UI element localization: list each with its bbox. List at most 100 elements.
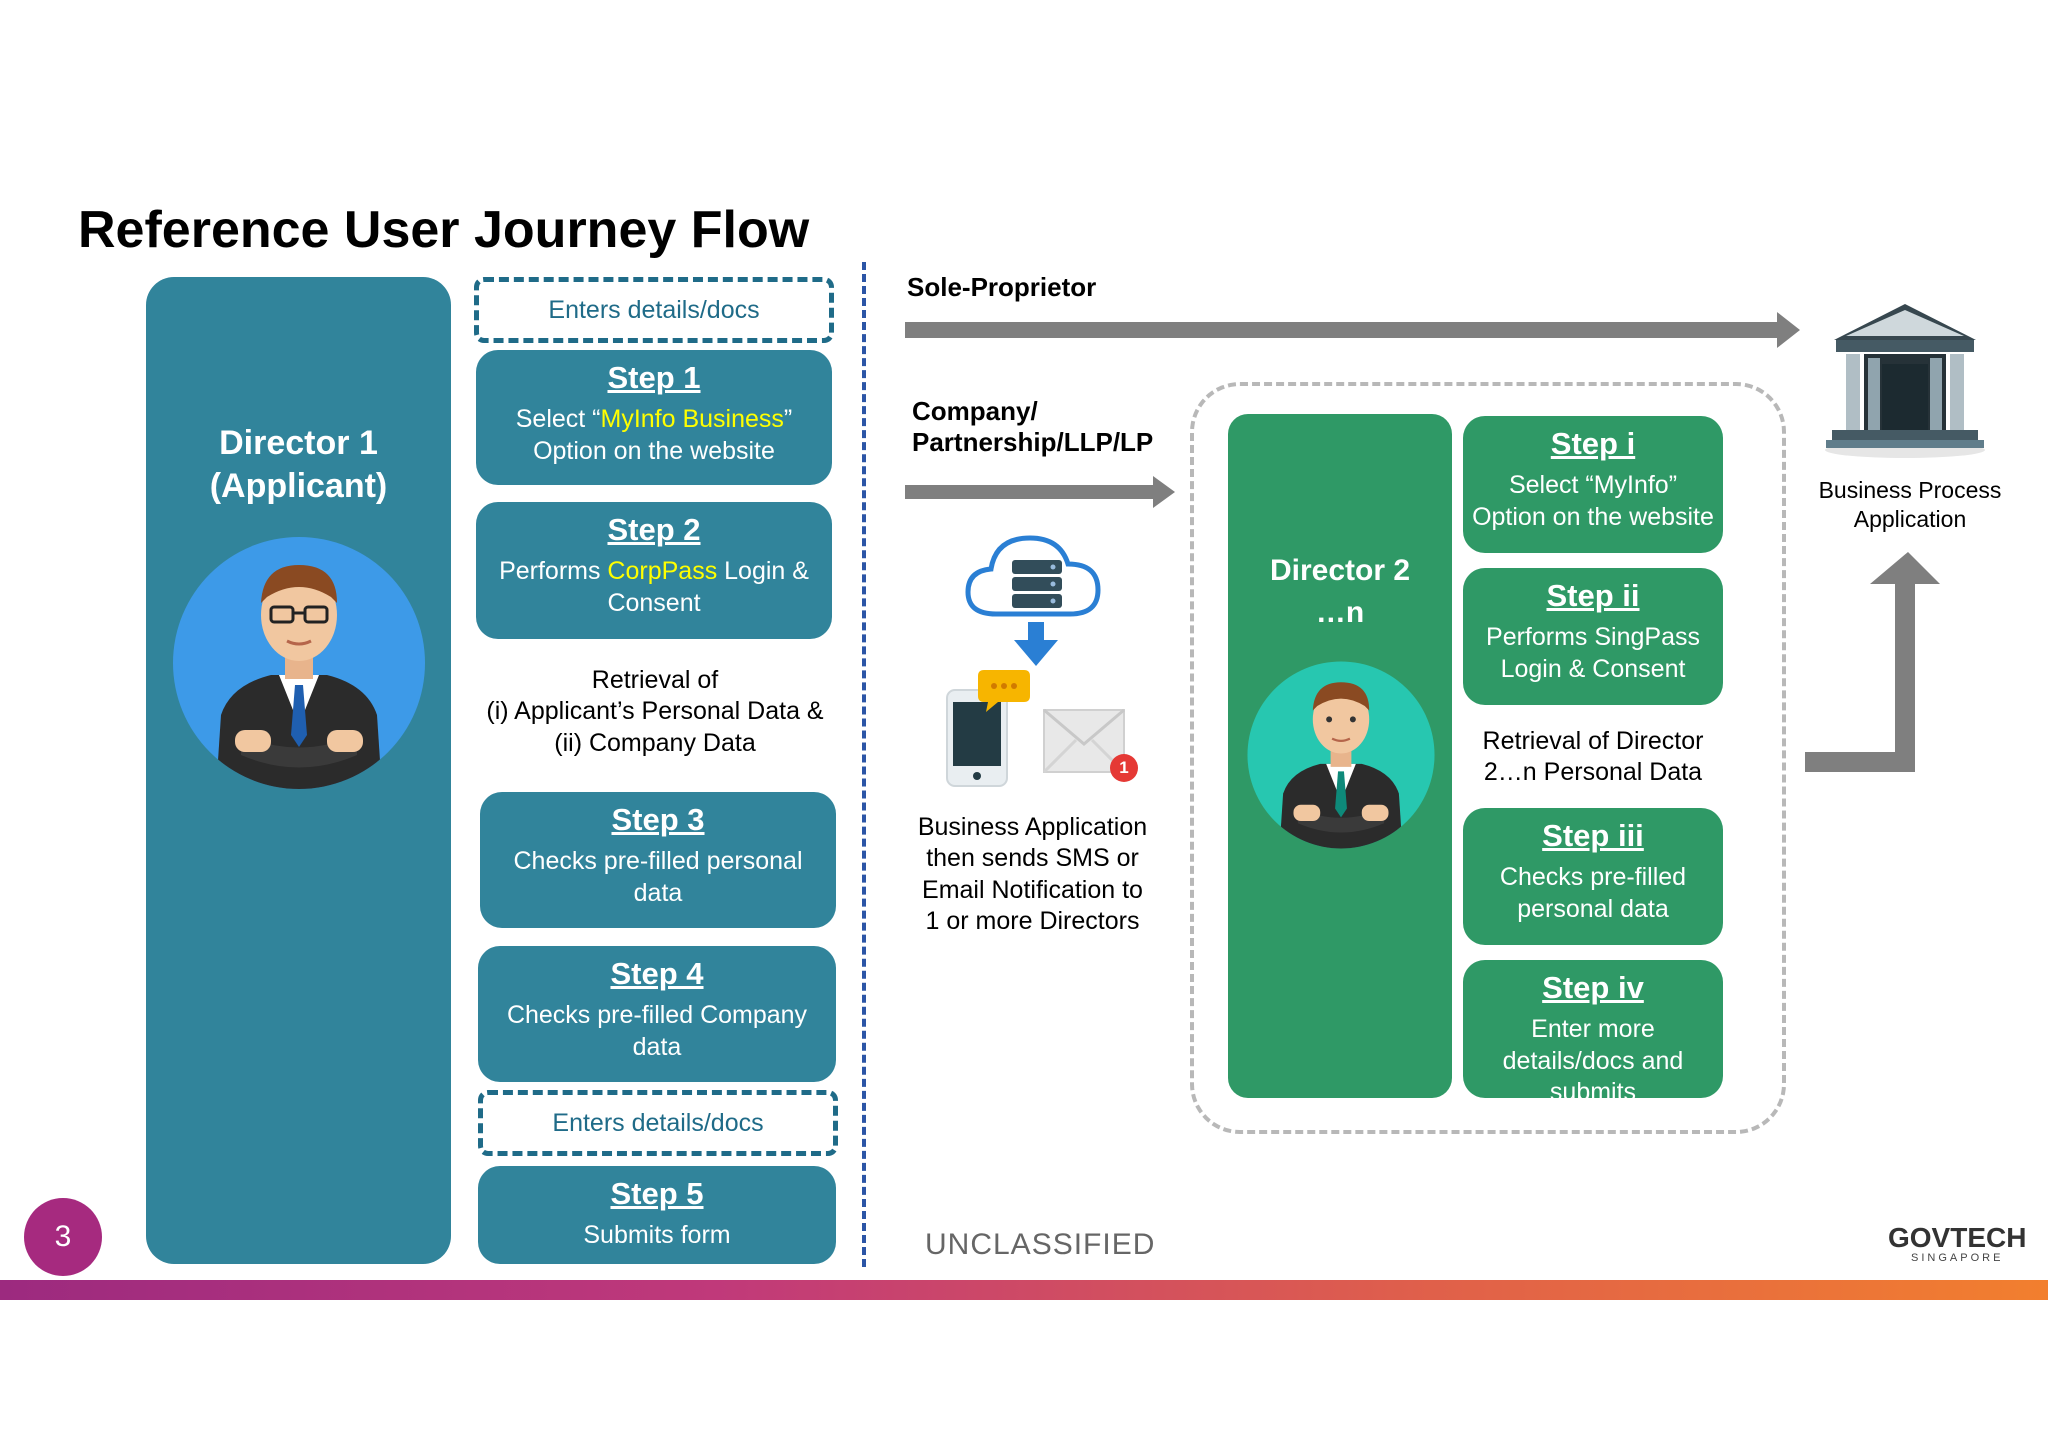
- step2-title: Step 2: [607, 512, 701, 547]
- businessman-icon: [1247, 661, 1435, 849]
- step1-title: Step 1: [607, 360, 701, 395]
- page-number-text: 3: [54, 1220, 72, 1253]
- retrieval-left-line2: (i) Applicant’s Personal Data &: [486, 697, 824, 726]
- enters-details-bottom-label: Enters details/docs: [552, 1108, 764, 1137]
- vertical-separator: [862, 262, 866, 1267]
- step1-box: Step 1 Select “MyInfo Business” Option o…: [476, 350, 832, 485]
- step1-body-pre: Select “: [515, 405, 601, 434]
- stepi-box: Step i Select “MyInfo” Option on the web…: [1463, 416, 1723, 553]
- director1-panel: Director 1 (Applicant): [146, 277, 451, 1264]
- director1-name: Director 1 (Applicant): [146, 422, 451, 507]
- envelope-icon: [1042, 708, 1126, 774]
- stepi-body-line1: Select “MyInfo”: [1508, 471, 1678, 500]
- step4-box: Step 4 Checks pre-filled Company data: [478, 946, 836, 1082]
- notification-line4: 1 or more Directors: [925, 906, 1140, 935]
- step3-body-line1: Checks pre-filled personal: [513, 847, 803, 876]
- notification-text: Business Application then sends SMS or E…: [900, 812, 1165, 937]
- smartphone-icon: [946, 689, 1008, 787]
- notification-line2: then sends SMS or: [926, 844, 1139, 873]
- director2-name-line1: Director 2: [1269, 554, 1411, 587]
- stepii-body-line2: Login & Consent: [1500, 654, 1686, 683]
- arrow-right-icon: [905, 312, 1800, 348]
- arrow-up-icon: [1805, 552, 1940, 772]
- stepiii-box: Step iii Checks pre-filled personal data: [1463, 808, 1723, 945]
- step5-body-line1: Submits form: [583, 1221, 731, 1250]
- step5-box: Step 5 Submits form: [478, 1166, 836, 1264]
- stepi-title: Step i: [1550, 426, 1636, 461]
- step3-body: Checks pre-filled personal data: [480, 846, 836, 909]
- stepi-body: Select “MyInfo” Option on the website: [1463, 470, 1723, 533]
- retrieval-left-line1: Retrieval of: [591, 666, 719, 694]
- step4-body-line2: data: [632, 1032, 682, 1061]
- retrieval-text-left: Retrieval of (i) Applicant’s Personal Da…: [470, 665, 840, 759]
- stepii-body: Performs SingPass Login & Consent: [1463, 622, 1723, 685]
- govtech-logo-text: GOVTECH: [1888, 1222, 2026, 1254]
- company-label-line1: Company/: [912, 396, 1038, 426]
- stepiii-body-line1: Checks pre-filled: [1499, 863, 1687, 892]
- stepiii-title: Step iii: [1542, 818, 1644, 853]
- notification-badge: 1: [1110, 754, 1138, 782]
- business-process-application-label: Business Process Application: [1805, 476, 2015, 534]
- stepiv-box: Step iv Enter more details/docs and subm…: [1463, 960, 1723, 1098]
- step2-box: Step 2 Performs CorpPass Login & Consent: [476, 502, 832, 639]
- director2-name-line2: …n: [1315, 596, 1365, 629]
- step3-body-line2: data: [633, 878, 683, 907]
- stepiii-body: Checks pre-filled personal data: [1463, 862, 1723, 925]
- step4-title: Step 4: [610, 956, 704, 991]
- chat-bubble-icon: [978, 670, 1030, 712]
- director2-group: [1190, 382, 1786, 1134]
- classification-label: UNCLASSIFIED: [925, 1228, 1156, 1261]
- arrow-right-icon: [905, 476, 1175, 508]
- retrieval-text-right: Retrieval of Director 2…n Personal Data: [1455, 726, 1731, 789]
- page-number: 3: [24, 1198, 102, 1276]
- stepii-box: Step ii Performs SingPass Login & Consen…: [1463, 568, 1723, 705]
- step2-body-pre: Performs: [499, 557, 608, 586]
- notification-line3: Email Notification to: [922, 875, 1143, 904]
- step1-body: Select “MyInfo Business” Option on the w…: [476, 404, 832, 467]
- retrieval-right-line2: 2…n Personal Data: [1483, 758, 1703, 787]
- stepiii-body-line2: personal data: [1517, 894, 1669, 923]
- stepi-body-line2: Option on the website: [1472, 502, 1714, 531]
- director2-name: Director 2 …n: [1228, 550, 1452, 634]
- enters-details-bottom: Enters details/docs: [478, 1090, 838, 1156]
- director1-name-line2: (Applicant): [209, 466, 388, 505]
- logo-gov: GOV: [1888, 1222, 1951, 1253]
- govtech-logo: GOVTECH SINGAPORE: [1888, 1222, 2026, 1264]
- logo-tech: TECH: [1950, 1222, 2027, 1253]
- notification-badge-count: 1: [1119, 758, 1129, 777]
- director1-name-line1: Director 1: [219, 424, 378, 462]
- step2-body-post: Login &: [717, 557, 809, 586]
- stepiv-body-line3: submits: [1549, 1077, 1637, 1098]
- stepii-title: Step ii: [1546, 578, 1640, 613]
- step2-body: Performs CorpPass Login & Consent: [476, 556, 832, 619]
- step2-highlight: CorpPass: [607, 557, 718, 586]
- retrieval-left-line3: (ii) Company Data: [554, 728, 756, 757]
- step1-body-line2: Option on the website: [533, 436, 775, 465]
- page-title: Reference User Journey Flow: [78, 201, 810, 259]
- company-label-line2: Partnership/LLP/LP: [912, 427, 1154, 458]
- step3-title: Step 3: [611, 802, 705, 837]
- enters-details-top: Enters details/docs: [474, 277, 834, 343]
- bpa-line2: Application: [1853, 505, 1967, 532]
- stepiv-body-line1: Enter more: [1531, 1015, 1655, 1044]
- step4-body: Checks pre-filled Company data: [478, 1000, 836, 1063]
- stepiv-body: Enter more details/docs and submits: [1463, 1014, 1723, 1098]
- bpa-line1: Business Process: [1818, 477, 2002, 503]
- enters-details-top-label: Enters details/docs: [548, 295, 760, 324]
- director2-panel: Director 2 …n: [1228, 414, 1452, 1098]
- step3-box: Step 3 Checks pre-filled personal data: [480, 792, 836, 928]
- businessman-icon: [173, 537, 425, 789]
- cloud-server-icon: [965, 535, 1101, 666]
- stepiv-body-line2: details/docs and: [1502, 1046, 1684, 1075]
- stepiv-title: Step iv: [1542, 970, 1644, 1005]
- footer-gradient-bar: [0, 1280, 2048, 1300]
- notification-line1: Business Application: [917, 813, 1148, 841]
- step5-body: Submits form: [478, 1220, 836, 1251]
- bank-building-icon: [1825, 304, 1985, 458]
- step2-body-line2: Consent: [607, 588, 701, 617]
- step5-title: Step 5: [610, 1176, 704, 1211]
- stepii-body-line1: Performs SingPass: [1486, 623, 1700, 652]
- sole-proprietor-label: Sole-Proprietor: [907, 272, 1097, 302]
- step1-body-post: ”: [783, 405, 793, 434]
